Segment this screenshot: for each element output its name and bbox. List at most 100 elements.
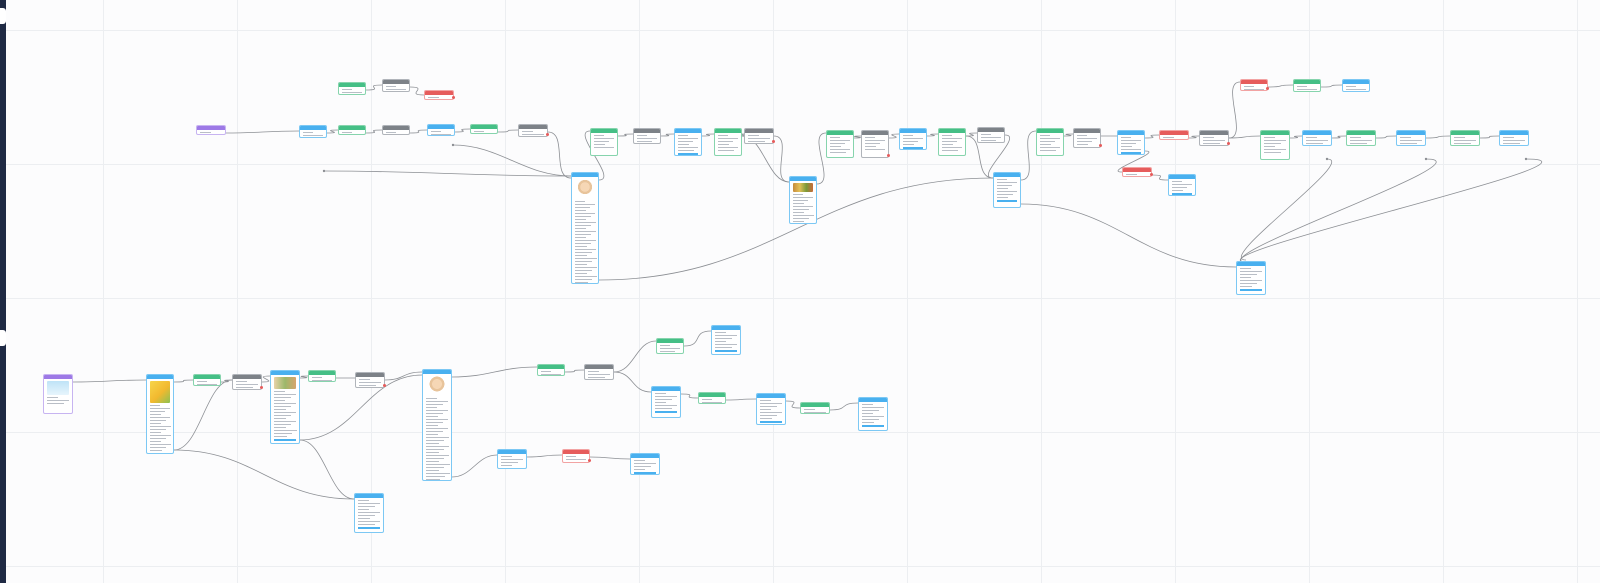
flow-node[interactable]	[427, 124, 455, 136]
node-text-line	[862, 416, 884, 417]
output-port[interactable]	[887, 154, 890, 157]
flow-node[interactable]	[938, 128, 966, 156]
flow-node[interactable]	[656, 338, 684, 354]
flow-node[interactable]	[308, 370, 336, 382]
node-button[interactable]	[358, 527, 380, 529]
flow-canvas[interactable]	[6, 0, 1600, 583]
node-button[interactable]	[274, 439, 296, 441]
flow-node[interactable]	[382, 79, 410, 92]
flow-node[interactable]	[744, 128, 774, 144]
output-port[interactable]	[260, 386, 263, 389]
flow-node[interactable]	[1168, 174, 1196, 196]
output-port[interactable]	[1227, 142, 1230, 145]
flow-node[interactable]	[1159, 130, 1189, 140]
flow-node[interactable]	[714, 128, 742, 156]
flow-node[interactable]	[537, 364, 565, 376]
flow-node[interactable]	[1122, 167, 1152, 177]
flow-node[interactable]	[899, 128, 927, 150]
output-port[interactable]	[1266, 87, 1269, 90]
flow-node[interactable]	[1342, 79, 1370, 92]
flow-node[interactable]	[43, 374, 73, 414]
node-text-line	[358, 518, 370, 519]
output-port[interactable]	[772, 140, 775, 143]
flow-node[interactable]	[1450, 130, 1480, 146]
flow-node[interactable]	[993, 172, 1021, 208]
flow-node[interactable]	[977, 127, 1005, 143]
connector-endpoint[interactable]	[1325, 157, 1329, 161]
connector-endpoint[interactable]	[1424, 157, 1428, 161]
flow-node[interactable]	[193, 374, 221, 386]
flow-node[interactable]	[270, 370, 300, 444]
flow-node[interactable]	[1346, 130, 1376, 146]
node-button[interactable]	[1172, 193, 1192, 195]
flow-node[interactable]	[422, 369, 452, 481]
flow-node[interactable]	[858, 397, 888, 431]
connector-endpoint[interactable]	[451, 143, 455, 147]
flow-node[interactable]	[1260, 130, 1290, 160]
flow-node[interactable]	[1073, 128, 1101, 148]
node-button[interactable]	[634, 472, 656, 474]
flow-node[interactable]	[1036, 128, 1064, 156]
flow-node[interactable]	[633, 128, 661, 144]
flow-node[interactable]	[800, 402, 830, 414]
flow-node[interactable]	[1396, 130, 1426, 146]
flow-node[interactable]	[470, 124, 498, 134]
node-button[interactable]	[715, 350, 737, 352]
node-button[interactable]	[678, 153, 698, 155]
node-button[interactable]	[997, 200, 1017, 202]
flow-node[interactable]	[355, 372, 385, 388]
flow-node[interactable]	[571, 172, 599, 284]
edge-connector	[1188, 135, 1200, 139]
node-button[interactable]	[655, 411, 677, 413]
flow-node[interactable]	[354, 493, 384, 533]
output-port[interactable]	[383, 384, 386, 387]
flow-node[interactable]	[756, 393, 786, 425]
sidebar-handle[interactable]	[0, 330, 6, 346]
node-button[interactable]	[1240, 289, 1262, 291]
connector-endpoint[interactable]	[1524, 157, 1528, 161]
flow-node[interactable]	[562, 449, 590, 463]
flow-node[interactable]	[424, 90, 454, 100]
flow-node[interactable]	[338, 82, 366, 95]
node-text-line	[594, 147, 615, 148]
flow-node[interactable]	[1199, 130, 1229, 146]
flow-node[interactable]	[711, 325, 741, 355]
flow-node[interactable]	[651, 386, 681, 418]
flow-node[interactable]	[674, 128, 702, 156]
flow-node[interactable]	[1293, 79, 1321, 92]
node-button[interactable]	[862, 425, 884, 427]
flow-node[interactable]	[1302, 130, 1332, 146]
flow-node[interactable]	[698, 392, 726, 404]
flow-node[interactable]	[146, 374, 174, 454]
flow-node[interactable]	[630, 453, 660, 475]
output-port[interactable]	[546, 133, 549, 136]
output-port[interactable]	[588, 459, 591, 462]
flow-node[interactable]	[338, 125, 366, 135]
flow-node[interactable]	[789, 176, 817, 224]
flow-node[interactable]	[584, 364, 614, 380]
node-button[interactable]	[150, 453, 170, 454]
flow-node[interactable]	[518, 124, 548, 137]
flow-node[interactable]	[1240, 79, 1268, 91]
connector-endpoint[interactable]	[322, 169, 326, 173]
flow-node[interactable]	[1236, 261, 1266, 295]
node-button[interactable]	[760, 421, 782, 423]
flow-node[interactable]	[299, 125, 327, 138]
sidebar-handle[interactable]	[0, 8, 6, 24]
node-text-line	[748, 138, 770, 139]
flow-node[interactable]	[826, 130, 854, 158]
flow-node[interactable]	[1117, 130, 1145, 155]
output-port[interactable]	[452, 96, 455, 99]
flow-node[interactable]	[232, 374, 262, 390]
flow-node[interactable]	[861, 130, 889, 158]
flow-node[interactable]	[497, 449, 527, 469]
output-port[interactable]	[1150, 173, 1153, 176]
node-header	[1160, 131, 1188, 135]
flow-node[interactable]	[590, 128, 618, 156]
flow-node[interactable]	[382, 125, 410, 135]
output-port[interactable]	[1099, 144, 1102, 147]
flow-node[interactable]	[1499, 130, 1529, 146]
node-button[interactable]	[903, 147, 923, 149]
node-button[interactable]	[1121, 152, 1141, 154]
flow-node[interactable]	[196, 125, 226, 135]
